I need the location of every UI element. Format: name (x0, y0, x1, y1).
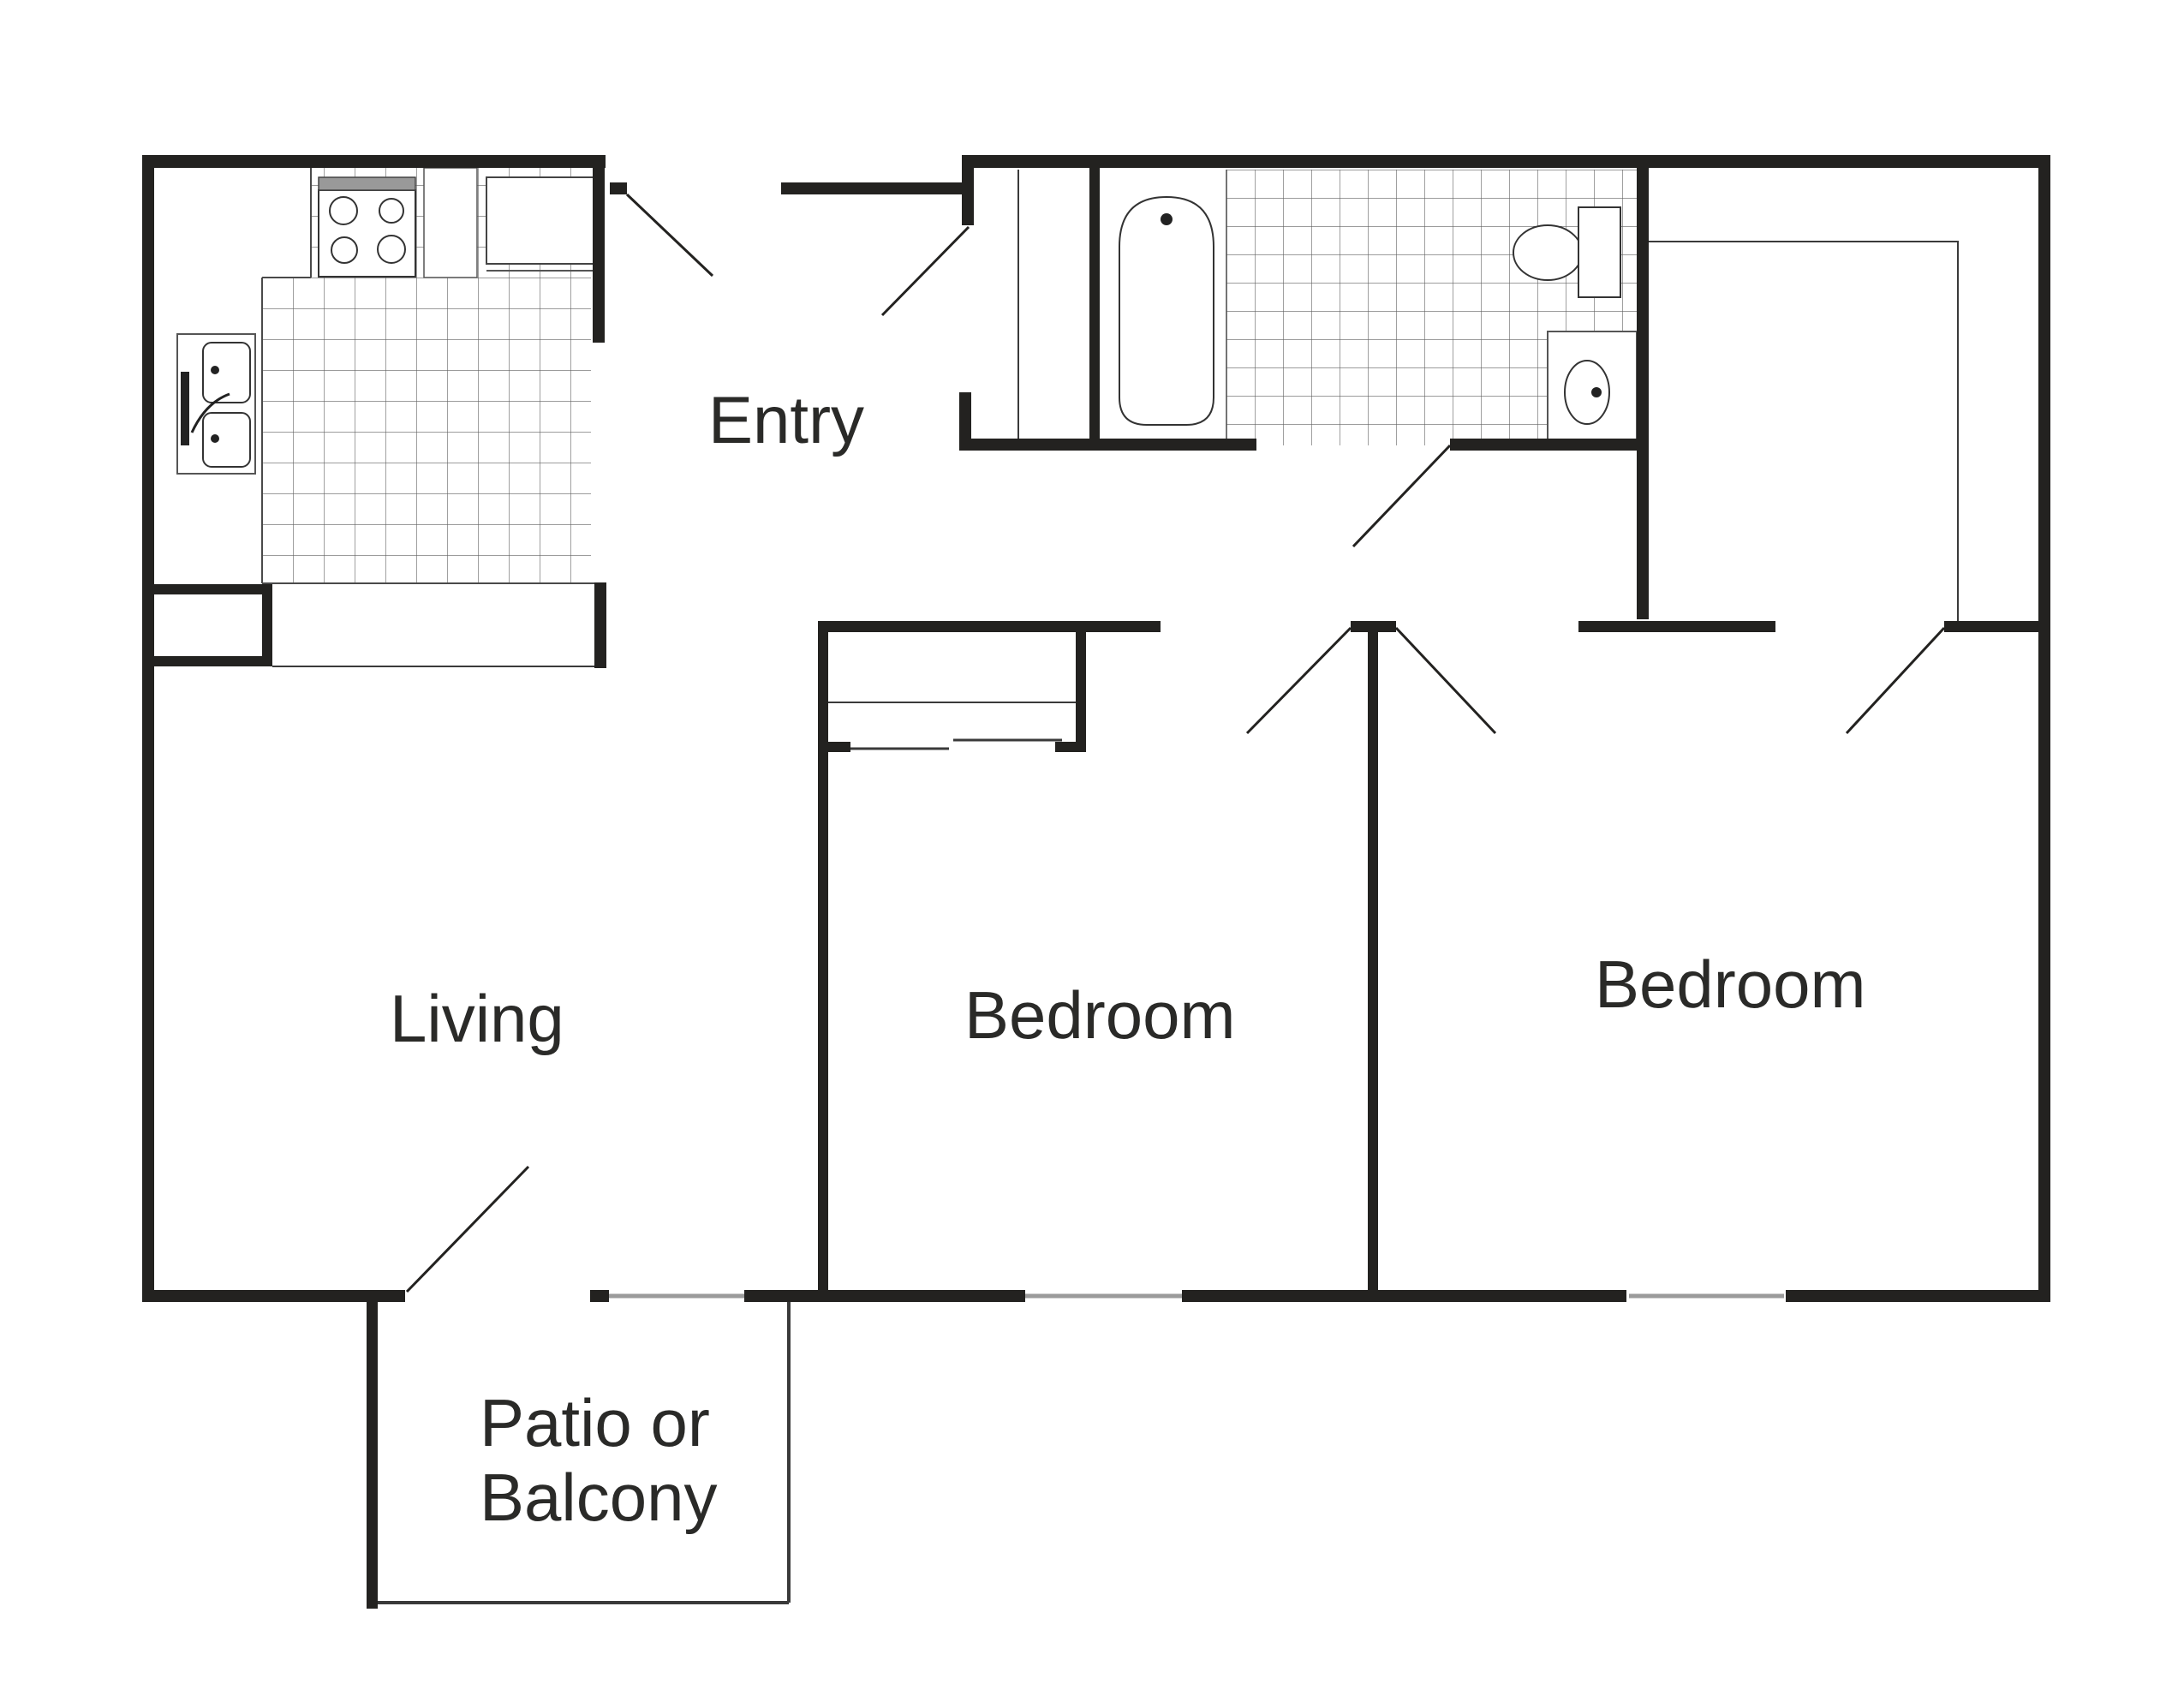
walls (142, 155, 2050, 1609)
faucet-spout-icon (190, 392, 230, 433)
wall-center-door-stub (1351, 621, 1396, 632)
label-living: Living (390, 981, 564, 1056)
bathtub (1119, 195, 1214, 426)
refrigerator (486, 176, 600, 272)
sink-basin-top (202, 342, 251, 403)
wall-bottom-stub (590, 1290, 609, 1302)
wall-pantry-top (143, 584, 272, 594)
wall-bathroom-right (1637, 168, 1649, 619)
wall-closet-right (1076, 632, 1086, 751)
burner-icon (331, 236, 358, 264)
label-bedroom-middle: Bedroom (964, 977, 1236, 1053)
wall-entry-east-lower (959, 392, 971, 445)
room-living (154, 594, 818, 1290)
wall-right-outer (2038, 155, 2050, 1302)
kitchen-sink (176, 333, 256, 475)
bathroom-door-swing (1352, 444, 1452, 548)
wall-top-right (962, 155, 2050, 168)
stove (318, 176, 416, 278)
walkin-closet-door-swing (1845, 626, 1946, 735)
label-patio-line1: Patio or (480, 1385, 710, 1460)
linen-closet-door-swing (880, 225, 970, 317)
faucet-icon (181, 372, 189, 445)
label-entry: Entry (708, 382, 864, 457)
thin-lines (272, 170, 1959, 1604)
wall-kitchen-counter-stub (594, 582, 606, 668)
burner-icon (377, 235, 406, 264)
kitchen-tiles-main (262, 278, 591, 583)
wall-closet-door-stub-right (1055, 742, 1086, 752)
bedroom-middle-door-swing (1245, 626, 1352, 735)
dishwasher-counter (423, 167, 478, 278)
bedroom-right-door-swing (1394, 626, 1497, 735)
wall-center-bedrooms (1368, 632, 1378, 1290)
toilet-tank (1578, 206, 1621, 298)
wall-bedroom-right-top-left (1578, 621, 1775, 632)
wall-bathroom-left (1089, 168, 1100, 451)
wall-pantry-bottom (143, 656, 272, 666)
burner-icon (329, 196, 358, 225)
wall-closet-door-stub-left (828, 742, 850, 752)
door-swings (405, 193, 1946, 1293)
wall-entry-east-upper (962, 168, 974, 225)
patio-door-swing (405, 1165, 530, 1293)
drain-icon (211, 366, 219, 374)
wall-left-outer (142, 155, 154, 1302)
wall-kitchen-right (593, 155, 605, 343)
drain-icon (1591, 387, 1602, 397)
wall-entry-door-jamb (610, 182, 627, 194)
sink-basin-bottom (202, 412, 251, 468)
wall-entry-recessed (781, 182, 965, 194)
wall-bedroom-middle-top (818, 621, 1161, 632)
drain-icon (1161, 213, 1173, 225)
wall-hall-north-left (959, 439, 1256, 451)
vanity-sink (1547, 331, 1638, 446)
wall-hall-north-right (1450, 439, 1649, 451)
toilet-bowl (1513, 224, 1583, 281)
wall-patio-left (367, 1302, 378, 1609)
toilet (1513, 206, 1621, 298)
wall-bottom-right (1786, 1290, 2050, 1302)
stove-back-strip (318, 176, 416, 191)
wall-bedroom-middle-west (818, 632, 828, 1290)
wall-bottom-living (142, 1290, 405, 1302)
label-patio-line2: Balcony (480, 1460, 718, 1535)
vanity-basin (1564, 360, 1610, 425)
wall-bottom-bedrooms (1182, 1290, 1626, 1302)
drain-icon (211, 434, 219, 443)
wall-bottom-mid (744, 1290, 1025, 1302)
wall-pantry-right (262, 584, 272, 666)
label-bedroom-right: Bedroom (1595, 947, 1866, 1022)
burner-icon (379, 198, 404, 224)
wall-bedroom-right-top-right (1944, 621, 2040, 632)
entry-door-swing (625, 193, 714, 278)
room-walkin-closet (1649, 170, 2038, 621)
room-bedroom-middle (828, 632, 1368, 1290)
wall-top-kitchen (142, 155, 606, 168)
refrigerator-body (486, 176, 600, 265)
bathtub-outline (1119, 195, 1214, 426)
